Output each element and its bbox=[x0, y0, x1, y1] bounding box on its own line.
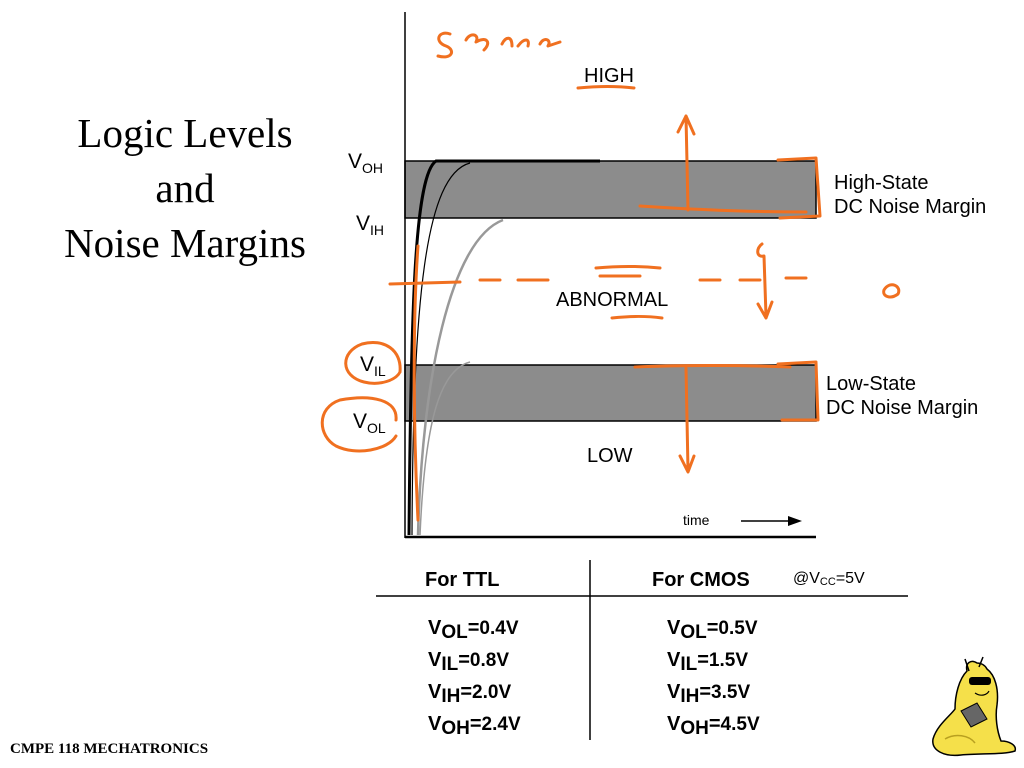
high-region-label: HIGH bbox=[584, 65, 634, 87]
high-noise-margin-band bbox=[404, 160, 817, 219]
ttl-voh-value: VOH=2.4V bbox=[428, 713, 521, 739]
cmos-vol-value: VOL=0.5V bbox=[667, 617, 758, 643]
time-arrowhead-icon bbox=[788, 516, 802, 526]
vol-axis-label: VOL bbox=[353, 410, 386, 436]
slow-rise-curve-2 bbox=[419, 361, 471, 536]
low-noise-margin-band bbox=[404, 364, 817, 422]
ttl-column-header: For TTL bbox=[425, 569, 500, 591]
title-line-3: Noise Margins bbox=[64, 220, 306, 266]
handwritten-note-icon bbox=[436, 31, 454, 59]
low-region-label: LOW bbox=[587, 445, 633, 467]
cmos-column-header: For CMOS bbox=[652, 569, 750, 591]
cmos-values: VOL=0.5V VIL=1.5V VIH=3.5V VOH=4.5V bbox=[667, 612, 760, 740]
high-margin-label-2: DC Noise Margin bbox=[834, 196, 986, 218]
cmos-voh-value: VOH=4.5V bbox=[667, 713, 760, 739]
ttl-vih-value: VIH=2.0V bbox=[428, 681, 512, 707]
title-line-2: and bbox=[155, 165, 215, 211]
cmos-vih-value: VIH=3.5V bbox=[667, 681, 751, 707]
course-footer: CMPE 118 MECHATRONICS bbox=[10, 741, 209, 757]
vcc-note: @VCC=5V bbox=[793, 570, 865, 588]
ttl-values: VOL=0.4V VIL=0.8V VIH=2.0V VOH=2.4V bbox=[428, 612, 521, 740]
vih-axis-label: VIH bbox=[356, 212, 384, 238]
high-margin-label-1: High-State bbox=[834, 172, 929, 194]
cmos-vil-value: VIL=1.5V bbox=[667, 649, 749, 675]
slow-rise-curve bbox=[416, 218, 504, 536]
vil-axis-label: VIL bbox=[360, 353, 386, 379]
low-margin-label-2: DC Noise Margin bbox=[826, 397, 978, 419]
slide-title: Logic Levels and Noise Margins bbox=[30, 106, 340, 271]
handwritten-annotations bbox=[320, 31, 901, 522]
ttl-vil-value: VIL=0.8V bbox=[428, 649, 510, 675]
title-line-1: Logic Levels bbox=[77, 110, 293, 156]
banana-slug-mascot-icon bbox=[932, 656, 1017, 757]
medium-rise-curve bbox=[411, 162, 471, 536]
time-label: time bbox=[683, 512, 710, 528]
voh-axis-label: VOH bbox=[348, 150, 383, 176]
ttl-vol-value: VOL=0.4V bbox=[428, 617, 519, 643]
abnormal-region-label: ABNORMAL bbox=[556, 289, 668, 311]
low-margin-label-1: Low-State bbox=[826, 373, 916, 395]
